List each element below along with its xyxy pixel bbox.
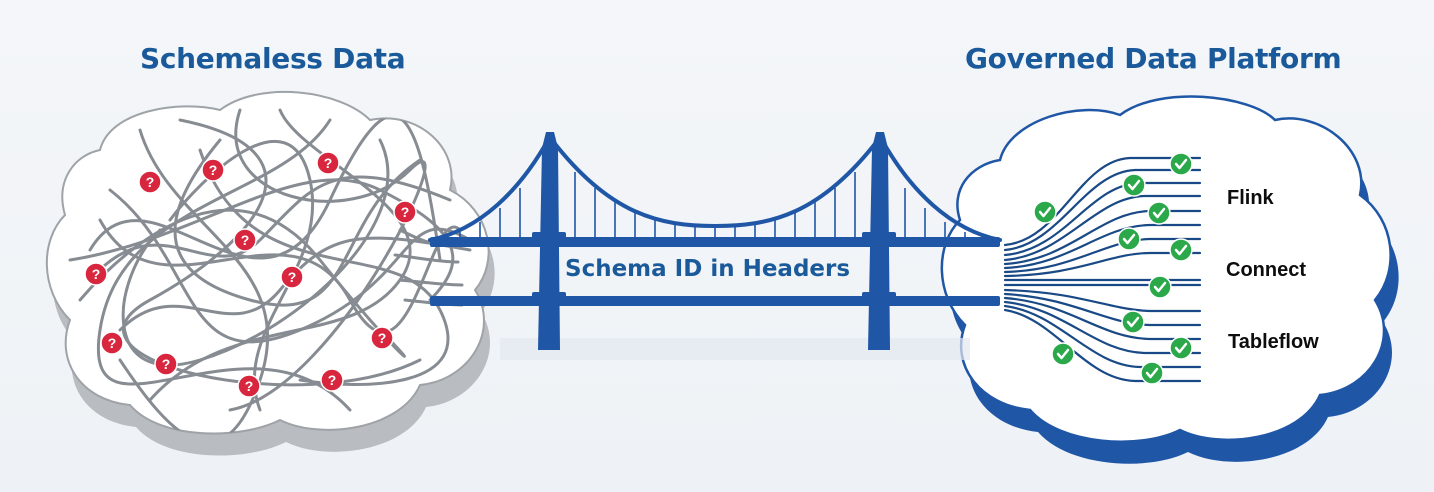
svg-text:?: ? [241, 232, 250, 248]
bridge-lower-deck [430, 296, 1000, 306]
question-mark-icon: ? [316, 151, 340, 175]
svg-text:?: ? [245, 378, 254, 394]
check-mark-icon [1051, 342, 1075, 366]
unknown-schema-markers: ? ? ? ? ? ? ? ? ? ? ? ? [84, 151, 417, 398]
bridge-label: Schema ID in Headers [565, 256, 851, 282]
check-mark-icon [1147, 201, 1171, 225]
svg-text:?: ? [328, 372, 337, 388]
svg-text:?: ? [288, 269, 297, 285]
schema-bridge [428, 132, 1002, 360]
schemaless-cloud [45, 90, 495, 456]
question-mark-icon: ? [154, 352, 178, 376]
check-mark-icon [1122, 173, 1146, 197]
schemaless-data-title: Schemaless Data [140, 42, 406, 75]
question-mark-icon: ? [370, 326, 394, 350]
svg-text:?: ? [162, 356, 171, 372]
check-mark-icon [1117, 227, 1141, 251]
question-mark-icon: ? [320, 368, 344, 392]
validated-schema-markers [1033, 152, 1193, 385]
svg-text:?: ? [146, 174, 155, 190]
bridge-upper-deck [430, 237, 1000, 247]
consumer-tableflow: Tableflow [1228, 331, 1319, 353]
question-mark-icon: ? [84, 262, 108, 286]
question-mark-icon: ? [233, 228, 257, 252]
svg-text:?: ? [209, 162, 218, 178]
check-mark-icon [1169, 152, 1193, 176]
question-mark-icon: ? [237, 374, 261, 398]
bridge-towers [532, 132, 896, 350]
bridge-suspenders [439, 172, 986, 243]
svg-text:?: ? [378, 330, 387, 346]
governed-platform-title: Governed Data Platform [965, 42, 1342, 75]
check-mark-icon [1169, 238, 1193, 262]
svg-text:?: ? [108, 335, 117, 351]
check-mark-icon [1148, 275, 1172, 299]
svg-text:?: ? [92, 266, 101, 282]
check-mark-icon [1033, 200, 1057, 224]
question-mark-icon: ? [280, 265, 304, 289]
question-mark-icon: ? [393, 200, 417, 224]
check-mark-icon [1140, 361, 1164, 385]
bridge-cables [428, 138, 1002, 242]
consumer-flink: Flink [1227, 187, 1274, 209]
consumer-connect: Connect [1226, 259, 1306, 281]
svg-text:?: ? [324, 155, 333, 171]
question-mark-icon: ? [100, 331, 124, 355]
question-mark-icon: ? [201, 158, 225, 182]
question-mark-icon: ? [138, 170, 162, 194]
svg-text:?: ? [401, 204, 410, 220]
check-mark-icon [1121, 310, 1145, 334]
check-mark-icon [1169, 336, 1193, 360]
